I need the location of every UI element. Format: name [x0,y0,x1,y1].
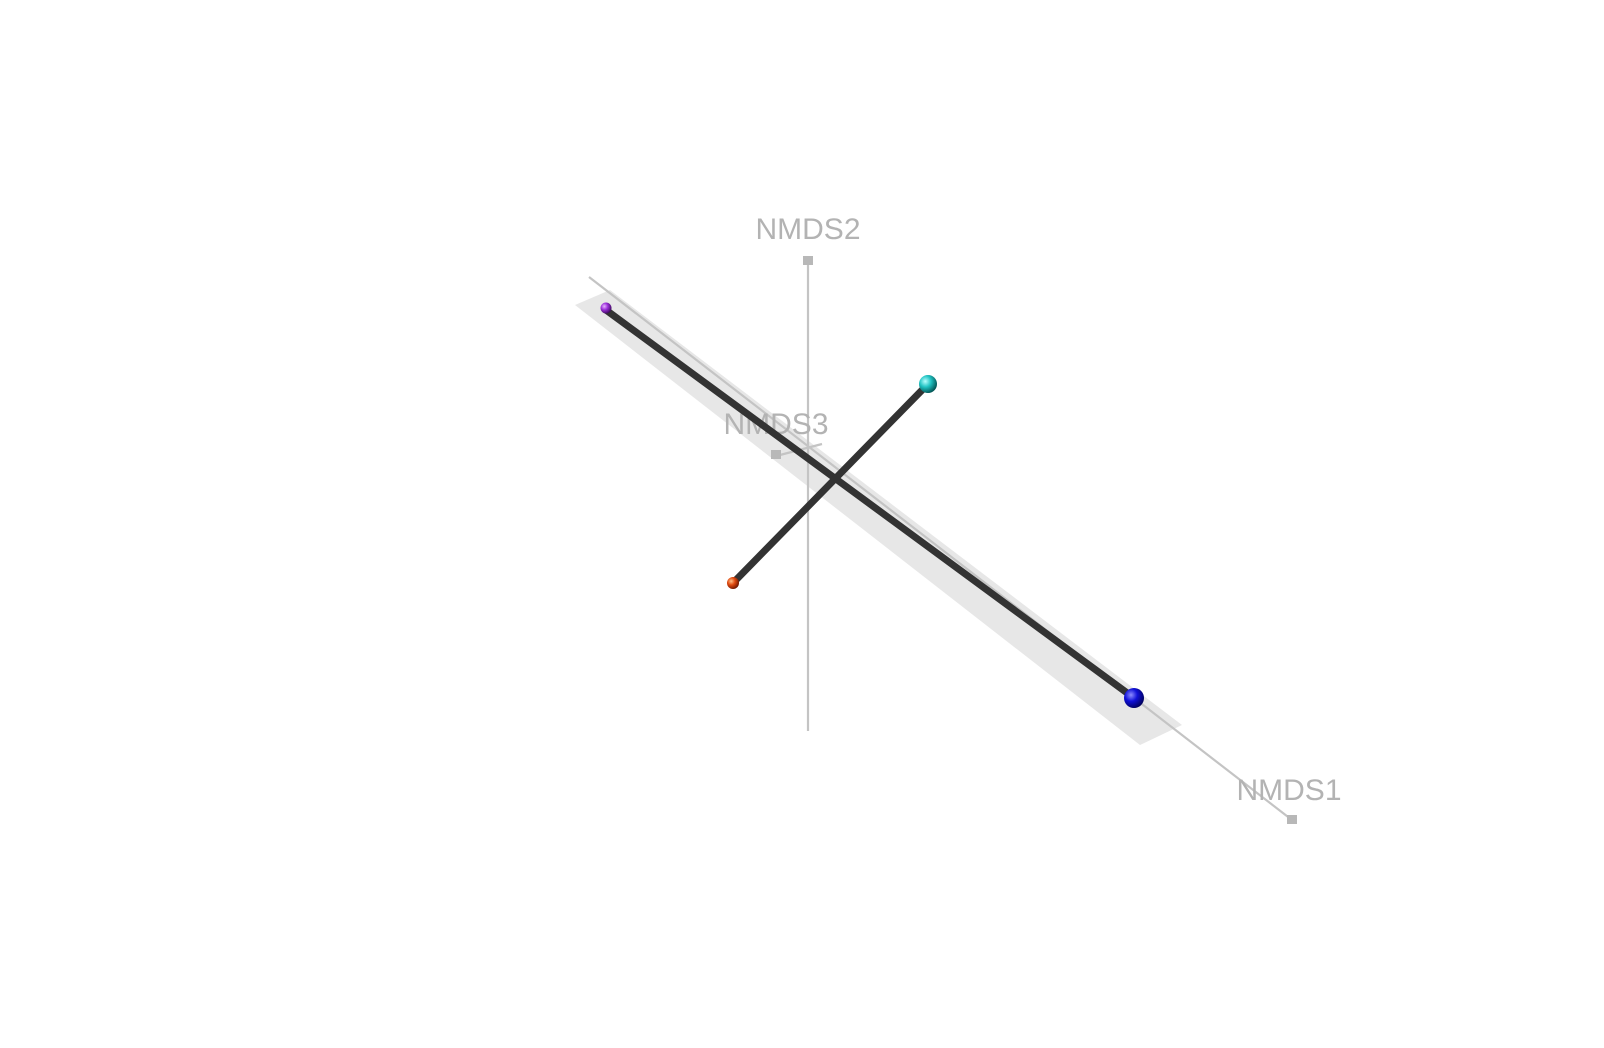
axes: NMDS2 NMDS3 NMDS1 [588,213,1342,824]
nmds3-axis-end [771,450,781,459]
points[interactable] [600,302,1145,709]
nmds2-axis-end [803,256,813,265]
point-purple[interactable] [600,302,612,314]
segment-shadow [575,290,1182,745]
segment-cyan-orange [729,380,932,587]
point-cyan[interactable] [919,375,937,393]
point-blue[interactable] [1124,688,1144,708]
segments [602,306,1138,702]
nmds1-axis-label: NMDS1 [1236,774,1341,807]
point-orange[interactable] [727,577,739,589]
nmds2-axis-label: NMDS2 [755,213,860,246]
segment-purple-blue [602,306,1138,702]
nmds1-axis-end [1287,815,1297,824]
nmds1-axis-line [588,276,1293,821]
